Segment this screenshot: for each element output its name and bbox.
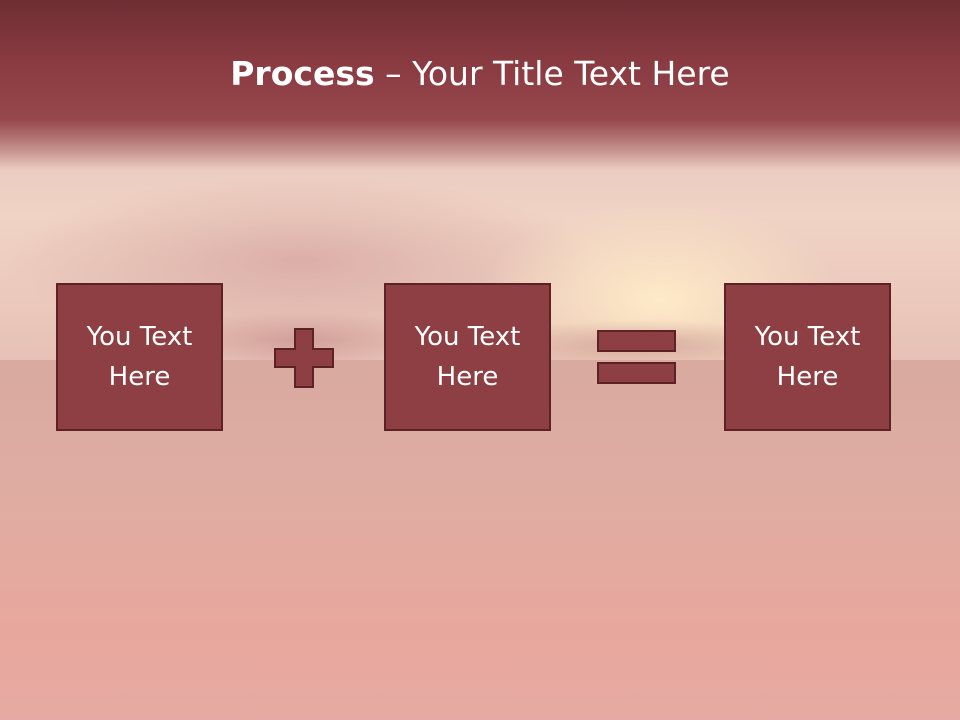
plus-icon (274, 328, 334, 388)
title-rest: – Your Title Text Here (374, 54, 730, 93)
equals-icon (597, 330, 676, 384)
process-box-2[interactable]: You Text Here (384, 283, 551, 431)
process-box-1[interactable]: You Text Here (56, 283, 223, 431)
title-band (0, 0, 960, 170)
process-box-3[interactable]: You Text Here (724, 283, 891, 431)
process-box-1-text: You Text Here (86, 322, 193, 392)
process-box-3-text: You Text Here (754, 322, 861, 392)
process-box-2-text: You Text Here (414, 322, 521, 392)
title-bold: Process (230, 54, 375, 93)
slide-title: Process – Your Title Text Here (0, 52, 960, 96)
